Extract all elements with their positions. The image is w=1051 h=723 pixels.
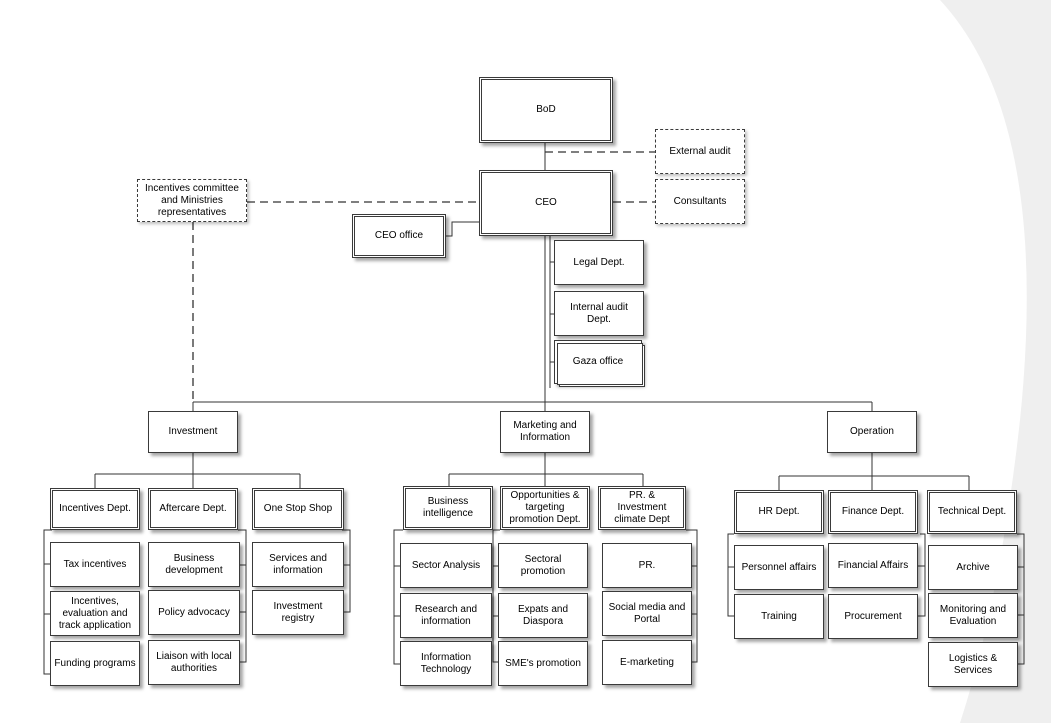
ceo-label: CEO (535, 197, 557, 208)
consultants-box[interactable]: Consultants (655, 179, 745, 224)
archive-label: Archive (956, 561, 990, 573)
business-development-label: Business development (165, 552, 223, 576)
monitoring-evaluation-label: Monitoring and Evaluation (939, 603, 1007, 627)
opportunities-dept-label: Opportunities & targeting promotion Dept… (509, 490, 581, 525)
pr-climate-dept-box[interactable]: PR. & Investment climate Dept (598, 486, 686, 530)
research-information-box[interactable]: Research and information (400, 593, 492, 638)
financial-affairs-box[interactable]: Financial Affairs (828, 543, 918, 588)
investment-label: Investment (168, 426, 218, 437)
aftercare-dept-box[interactable]: Aftercare Dept. (148, 488, 238, 530)
one-stop-shop-box[interactable]: One Stop Shop (252, 488, 344, 530)
ceo-office-label: CEO office (374, 230, 424, 241)
services-information-box[interactable]: Services and information (252, 542, 344, 587)
external-audit-box[interactable]: External audit (655, 129, 745, 174)
incentives-dept-label: Incentives Dept. (59, 503, 131, 514)
consultants-label: Consultants (673, 195, 727, 207)
e-marketing-box[interactable]: E-marketing (602, 640, 692, 685)
operation-box[interactable]: Operation (827, 411, 917, 453)
sector-analysis-label: Sector Analysis (411, 559, 481, 571)
business-intelligence-box[interactable]: Business intelligence (403, 486, 493, 530)
business-development-box[interactable]: Business development (148, 542, 240, 587)
technical-dept-box[interactable]: Technical Dept. (927, 490, 1017, 534)
expats-diaspora-box[interactable]: Expats and Diaspora (498, 593, 588, 638)
technical-dept-label: Technical Dept. (937, 506, 1007, 517)
e-marketing-label: E-marketing (620, 656, 674, 668)
incentives-evaluation-label: Incentives, evaluation and track applica… (58, 595, 132, 631)
aftercare-dept-label: Aftercare Dept. (159, 503, 227, 514)
incentives-evaluation-box[interactable]: Incentives, evaluation and track applica… (50, 591, 140, 636)
legal-dept-box[interactable]: Legal Dept. (554, 240, 644, 285)
external-audit-label: External audit (669, 145, 731, 157)
financial-affairs-label: Financial Affairs (837, 559, 909, 571)
ceo-box[interactable]: CEO (479, 170, 613, 236)
sme-promotion-label: SME's promotion (505, 657, 581, 669)
sector-analysis-box[interactable]: Sector Analysis (400, 543, 492, 588)
social-media-label: Social media and Portal (608, 601, 686, 625)
research-information-label: Research and information (414, 603, 478, 627)
internal-audit-box[interactable]: Internal audit Dept. (554, 291, 644, 336)
incentives-committee-label: Incentives committee and Ministries repr… (145, 182, 239, 218)
logistics-services-label: Logistics & Services (948, 652, 998, 676)
business-intelligence-label: Business intelligence (422, 496, 474, 519)
incentives-dept-box[interactable]: Incentives Dept. (50, 488, 140, 530)
operation-label: Operation (850, 426, 894, 437)
tax-incentives-label: Tax incentives (63, 558, 127, 570)
legal-dept-label: Legal Dept. (573, 256, 625, 268)
social-media-box[interactable]: Social media and Portal (602, 591, 692, 636)
liaison-label: Liaison with local authorities (156, 650, 232, 674)
sectoral-promotion-box[interactable]: Sectoral promotion (498, 543, 588, 588)
training-label: Training (761, 610, 797, 622)
ceo-office-box[interactable]: CEO office (352, 214, 446, 258)
one-stop-shop-label: One Stop Shop (263, 503, 333, 514)
funding-programs-box[interactable]: Funding programs (50, 641, 140, 686)
finance-dept-label: Finance Dept. (841, 506, 905, 517)
policy-advocacy-label: Policy advocacy (158, 606, 230, 618)
investment-registry-box[interactable]: Investment registry (252, 590, 344, 635)
liaison-box[interactable]: Liaison with local authorities (148, 640, 240, 685)
tax-incentives-box[interactable]: Tax incentives (50, 542, 140, 587)
finance-dept-box[interactable]: Finance Dept. (828, 490, 918, 534)
sectoral-promotion-label: Sectoral promotion (520, 553, 566, 577)
bod-box[interactable]: BoD (479, 77, 613, 143)
opportunities-dept-box[interactable]: Opportunities & targeting promotion Dept… (500, 486, 590, 530)
gaza-office-label: Gaza office (572, 356, 624, 367)
incentives-committee-box[interactable]: Incentives committee and Ministries repr… (137, 179, 247, 222)
hr-dept-label: HR Dept. (758, 506, 800, 517)
bod-label: BoD (536, 104, 556, 115)
investment-box[interactable]: Investment (148, 411, 238, 453)
policy-advocacy-box[interactable]: Policy advocacy (148, 590, 240, 635)
pr-box[interactable]: PR. (602, 543, 692, 588)
marketing-label: Marketing and Information (513, 420, 577, 443)
archive-box[interactable]: Archive (928, 545, 1018, 590)
expats-diaspora-label: Expats and Diaspora (517, 603, 569, 627)
pr-label: PR. (638, 559, 656, 571)
monitoring-evaluation-box[interactable]: Monitoring and Evaluation (928, 593, 1018, 638)
services-information-label: Services and information (269, 552, 327, 576)
marketing-box[interactable]: Marketing and Information (500, 411, 590, 453)
personnel-affairs-box[interactable]: Personnel affairs (734, 545, 824, 590)
pr-climate-dept-label: PR. & Investment climate Dept (614, 490, 670, 525)
procurement-label: Procurement (844, 610, 902, 622)
personnel-affairs-label: Personnel affairs (741, 561, 817, 573)
logistics-services-box[interactable]: Logistics & Services (928, 642, 1018, 687)
hr-dept-box[interactable]: HR Dept. (734, 490, 824, 534)
training-box[interactable]: Training (734, 594, 824, 639)
information-technology-label: Information Technology (420, 651, 472, 675)
internal-audit-label: Internal audit Dept. (570, 301, 628, 325)
investment-registry-label: Investment registry (273, 600, 323, 624)
funding-programs-label: Funding programs (54, 657, 136, 669)
sme-promotion-box[interactable]: SME's promotion (498, 641, 588, 686)
gaza-office-box[interactable]: Gaza office (554, 340, 642, 384)
procurement-box[interactable]: Procurement (828, 594, 918, 639)
information-technology-box[interactable]: Information Technology (400, 641, 492, 686)
